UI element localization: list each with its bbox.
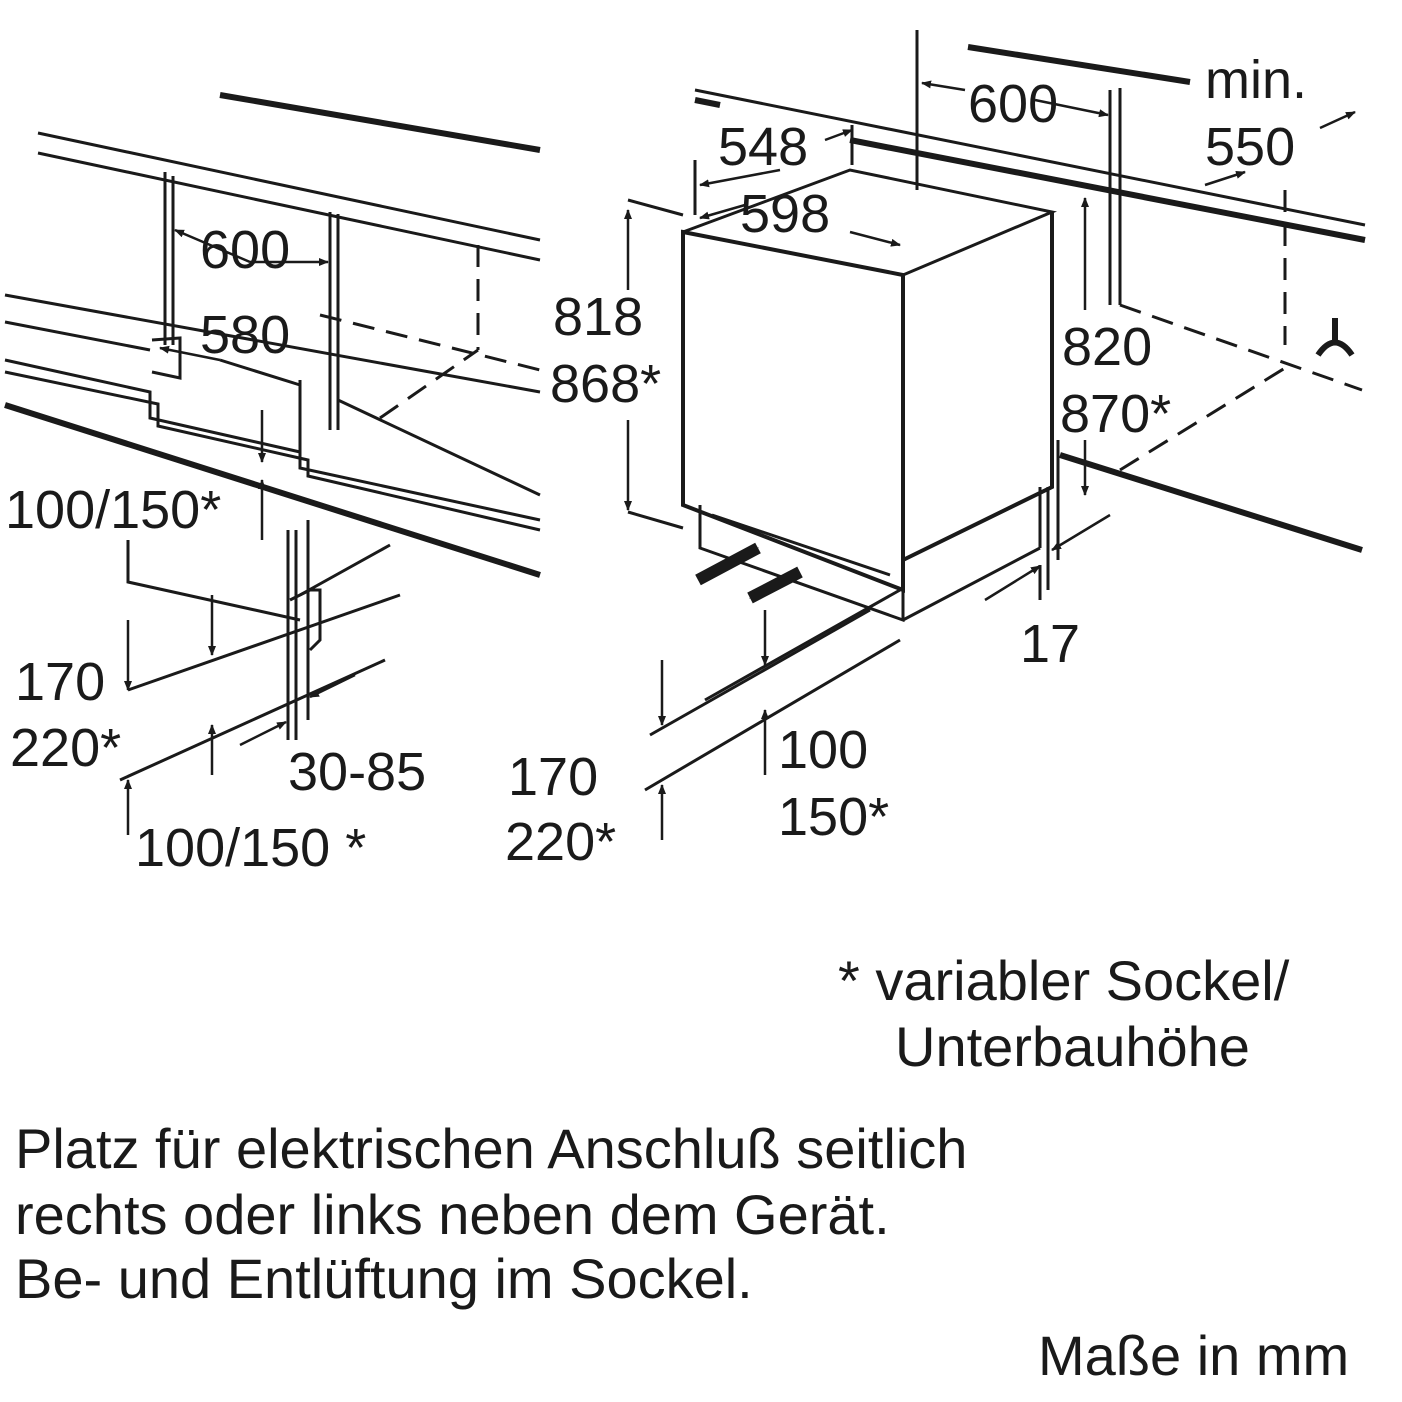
dim-left-170: 170 <box>15 652 105 712</box>
right-appliance-drawing <box>624 30 1366 840</box>
dim-550: 550 <box>1205 117 1295 177</box>
dim-870: 870* <box>1060 384 1171 444</box>
dim-818: 818 <box>553 287 643 347</box>
dim-left-30-85: 30-85 <box>288 742 426 802</box>
dim-right-220: 220* <box>505 812 616 872</box>
dim-868: 868* <box>550 354 661 414</box>
dim-598: 598 <box>740 184 830 244</box>
legend-line-1: * variabler Sockel/ <box>838 949 1290 1012</box>
dim-548: 548 <box>718 117 808 177</box>
left-niche-drawing <box>4 92 541 835</box>
power-outlet-icon <box>1315 318 1355 357</box>
legend-line-2: Unterbauhöhe <box>895 1015 1250 1078</box>
dim-left-plinth-top: 100/150* <box>5 480 221 540</box>
units-label: Maße in mm <box>1038 1324 1349 1387</box>
note-line-2: rechts oder links neben dem Gerät. <box>15 1183 890 1246</box>
dim-left-580: 580 <box>200 305 290 365</box>
dim-right-600: 600 <box>968 74 1058 134</box>
dim-820: 820 <box>1062 317 1152 377</box>
dim-100: 100 <box>778 720 868 780</box>
dim-left-plinth-bottom: 100/150 * <box>135 818 366 878</box>
dim-right-170: 170 <box>508 747 598 807</box>
dim-17: 17 <box>1020 614 1080 674</box>
note-line-3: Be- und Entlüftung im Sockel. <box>15 1247 753 1310</box>
note-line-1: Platz für elektrischen Anschluß seitlich <box>15 1117 967 1180</box>
dim-min: min. <box>1205 50 1307 110</box>
dim-left-220: 220* <box>10 718 121 778</box>
dim-150: 150* <box>778 787 889 847</box>
dim-left-600: 600 <box>200 220 290 280</box>
